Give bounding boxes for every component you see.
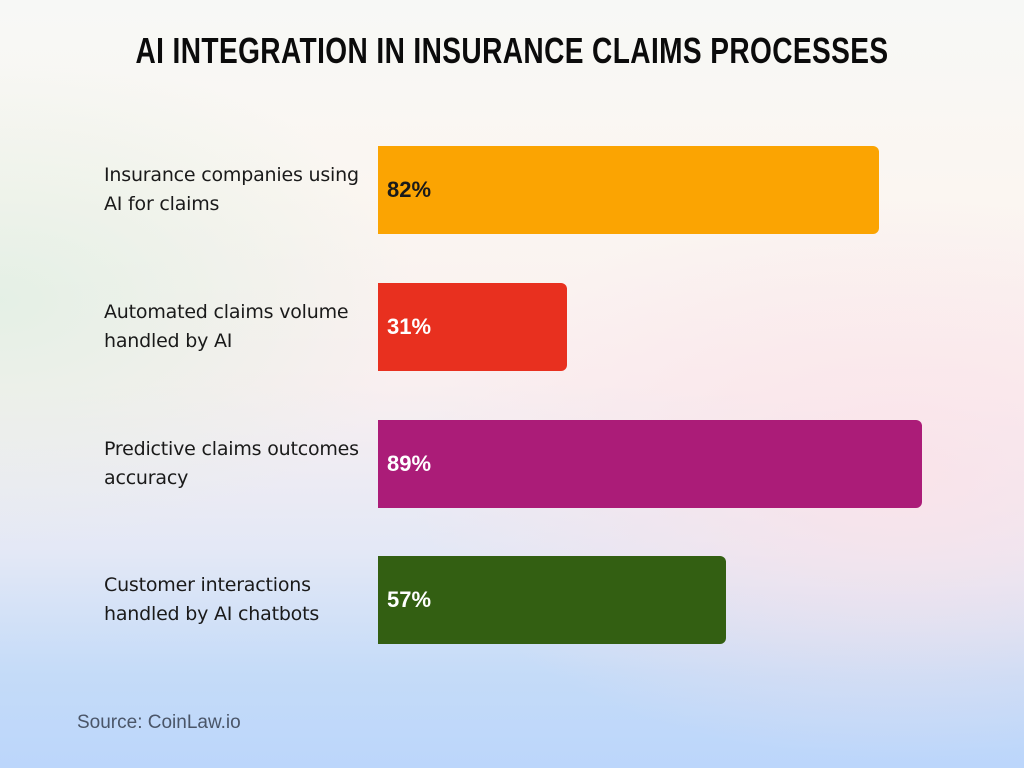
bar: 82%: [378, 146, 879, 234]
bar-value-label: 82%: [387, 177, 432, 202]
bar-row: Insurance companies using AI for claims …: [0, 146, 1024, 234]
bar: 57%: [378, 556, 726, 644]
bar-label: Predictive claims outcomes accuracy: [104, 438, 359, 489]
bar-value-label: 57%: [387, 587, 432, 612]
bar-label: Insurance companies using AI for claims: [104, 164, 359, 215]
bar: 89%: [378, 420, 922, 508]
bar-row: Customer interactions handled by AI chat…: [0, 556, 1024, 644]
bar-value-label: 89%: [387, 451, 432, 476]
source-note: Source: CoinLaw.io: [77, 712, 241, 733]
bar-label: Automated claims volume handled by AI: [104, 301, 349, 352]
bar-label: Customer interactions handled by AI chat…: [104, 574, 320, 625]
bar-value-label: 31%: [387, 314, 432, 339]
chart-title: AI Integration in Insurance Claims Proce…: [135, 30, 889, 71]
bar-row: Predictive claims outcomes accuracy 89%: [0, 420, 1024, 508]
bar: 31%: [378, 283, 567, 371]
bar-row: Automated claims volume handled by AI 31…: [0, 283, 1024, 371]
